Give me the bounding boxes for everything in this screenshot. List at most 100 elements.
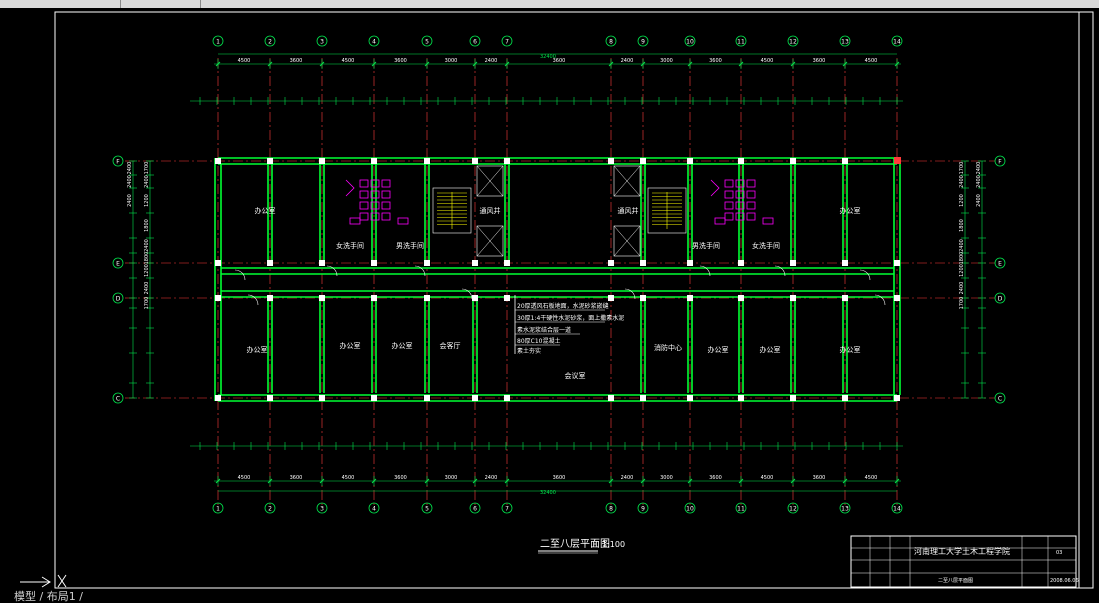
bottom-dimension-value: 3600 — [290, 475, 303, 481]
structural-column — [842, 158, 848, 164]
structural-column — [687, 395, 693, 401]
axis-bubble-10 — [684, 502, 696, 514]
axis-label-9: 9 — [641, 506, 645, 513]
elevator-shaft — [476, 165, 504, 197]
room-label: 会议室 — [565, 371, 586, 380]
floor-notes: 20厚透风石板地面，水泥砂浆嵌缝 30厚1:4干硬性水泥砂浆，面上撒素水泥 素水… — [514, 295, 624, 355]
right-dimension-value: 2400 — [959, 239, 965, 252]
axis-grid-lines — [125, 58, 995, 508]
toilet-fixture — [746, 212, 756, 221]
toilet-fixture — [735, 212, 745, 221]
elevator-cross — [476, 165, 504, 197]
elevator-cross — [476, 225, 504, 257]
top-dimension-value: 4500 — [238, 58, 251, 64]
cad-drawing-canvas[interactable]: 4500 3600 4500 3600 3000 2400 3600 2400 3000 3600… — [0, 8, 1099, 591]
structural-column — [687, 260, 693, 266]
axis-bubble-13 — [839, 502, 851, 514]
top-dimension-tick — [894, 61, 900, 67]
door-swing — [461, 288, 473, 300]
bottom-dimension-value: 3000 — [445, 475, 458, 481]
overall-dimension-top: 32400 — [540, 54, 556, 60]
right-dimension-outer-value: 2400 — [976, 175, 982, 188]
axis-bubble-F — [994, 155, 1006, 167]
structural-column — [319, 295, 325, 301]
sink-fixture — [710, 179, 720, 197]
axis-label-3: 3 — [320, 39, 324, 46]
bottom-dimension-tick — [424, 478, 430, 484]
top-dimension-tick — [640, 61, 646, 67]
toilet-fixture — [724, 190, 734, 199]
structural-column — [790, 395, 796, 401]
structural-column — [687, 158, 693, 164]
structural-column — [319, 158, 325, 164]
left-dimension-value: 1700 — [144, 297, 150, 310]
room-label: 消防中心 — [654, 343, 682, 352]
structural-column — [472, 395, 478, 401]
axis-label-8: 8 — [609, 506, 613, 513]
room-label: 办公室 — [840, 206, 861, 215]
bottom-dimension-tick — [319, 478, 325, 484]
bottom-dimension-tick — [894, 478, 900, 484]
left-dimension-value: 2400 — [144, 282, 150, 295]
axis-label-2: 2 — [268, 39, 272, 46]
toilet-fixture — [735, 179, 745, 188]
top-dimension-value: 3000 — [660, 58, 673, 64]
elevator-shaft — [613, 225, 641, 257]
axis-bubble-6 — [469, 502, 481, 514]
axis-label-13: 13 — [841, 506, 849, 513]
axis-bubble-D — [112, 292, 124, 304]
bottom-dimension-tick — [790, 478, 796, 484]
top-dimension-value: 3600 — [553, 58, 566, 64]
axis-label-13: 13 — [841, 39, 849, 46]
note-line-3: 素水泥浆结合层一道 — [517, 326, 571, 334]
axis-label-D: D — [116, 296, 121, 303]
bottom-dimension-value: 3600 — [709, 475, 722, 481]
structural-column — [319, 260, 325, 266]
axis-label-8: 8 — [609, 39, 613, 46]
structural-column — [790, 295, 796, 301]
structural-column-marker — [894, 157, 901, 164]
axis-label-1: 1 — [216, 39, 220, 46]
structural-column — [894, 295, 900, 301]
room-label: 办公室 — [840, 345, 861, 354]
bottom-dimension-value: 4500 — [238, 475, 251, 481]
axis-bubble-4 — [368, 502, 380, 514]
stair-well — [432, 187, 472, 234]
elevator-shaft — [613, 165, 641, 197]
top-dimension-tick — [842, 61, 848, 67]
structural-column — [267, 260, 273, 266]
axis-bubble-8 — [605, 35, 617, 47]
title-block-school: 河南理工大学土木工程学院 — [914, 546, 1010, 556]
window-top-strip — [0, 0, 1099, 8]
layout-tabs-text[interactable]: 模型 / 布局1 / — [14, 590, 83, 603]
top-dimension-value: 3600 — [813, 58, 826, 64]
toilet-fixture — [735, 201, 745, 210]
layout-tabs-bar[interactable]: 模型 / 布局1 / — [0, 591, 1099, 603]
toilet-fixture — [359, 212, 369, 221]
room-label: 通风井 — [480, 206, 501, 215]
axis-bubble-14 — [891, 502, 903, 514]
structural-column — [790, 158, 796, 164]
left-dimension-outer-value: 2400 — [127, 175, 133, 188]
axis-label-9: 9 — [641, 39, 645, 46]
structural-column — [608, 260, 614, 266]
note-line-1: 20厚透风石板地面，水泥砂浆嵌缝 — [517, 302, 609, 310]
left-dimension-value: 1200 — [144, 194, 150, 207]
structural-column — [687, 295, 693, 301]
axis-bubble-3 — [316, 35, 328, 47]
structural-column — [842, 260, 848, 266]
structural-column — [608, 295, 614, 301]
title-block-drawing-name: 二至八层平面图 — [938, 578, 973, 584]
left-dimension-value: 1700 — [144, 162, 150, 175]
drawing-title: 二至八层平面图 — [540, 538, 610, 550]
structural-column — [472, 295, 478, 301]
toilet-fixture — [724, 212, 734, 221]
door-swing — [414, 265, 426, 277]
structural-column — [738, 158, 744, 164]
axis-bubble-7 — [501, 35, 513, 47]
bottom-dimension-value: 4500 — [342, 475, 355, 481]
structural-column — [894, 260, 900, 266]
axis-bubble-5 — [421, 502, 433, 514]
door-swing — [859, 269, 871, 281]
